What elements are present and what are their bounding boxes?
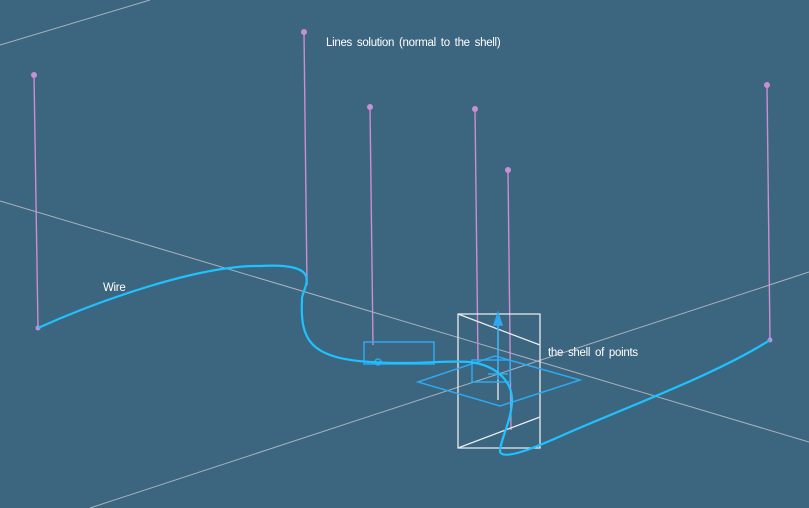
endpoint-1-top <box>31 72 37 78</box>
shell-highlight[interactable] <box>363 310 583 407</box>
shell-plane-diag-2 <box>457 416 541 449</box>
grid-line-diagonal <box>0 200 809 443</box>
lines-solution-label: Lines solution (normal to the shell) <box>326 37 501 49</box>
wire-label: Wire <box>103 282 126 294</box>
shell-of-points-label: the shell of points <box>548 347 638 359</box>
endpoint-6-top <box>764 82 770 88</box>
endpoint-2-top <box>301 29 307 35</box>
wire-box <box>363 341 435 365</box>
normal-lines <box>33 31 771 431</box>
normal-line-2[interactable] <box>303 31 308 286</box>
normal-line-endpoints <box>31 29 773 343</box>
normal-line-5[interactable] <box>507 169 512 431</box>
normal-line-1[interactable] <box>33 74 39 329</box>
shell-plane-front <box>457 313 541 449</box>
normal-line-4[interactable] <box>474 108 479 361</box>
endpoint-4-top <box>472 106 478 112</box>
endpoint-5-top <box>505 167 511 173</box>
shell-plane-diag-1 <box>457 313 541 346</box>
normal-line-3[interactable] <box>369 106 374 346</box>
normal-line-6[interactable] <box>766 84 771 341</box>
shell-ground-plane <box>415 355 583 407</box>
grid-line-top <box>0 0 151 46</box>
axis-arrow-head <box>492 310 504 326</box>
endpoint-3-top <box>367 104 373 110</box>
wire-curve[interactable] <box>37 264 771 456</box>
shell-box-small <box>471 359 511 383</box>
grid-line-bottom <box>89 271 809 508</box>
shell-frame[interactable] <box>457 313 541 449</box>
